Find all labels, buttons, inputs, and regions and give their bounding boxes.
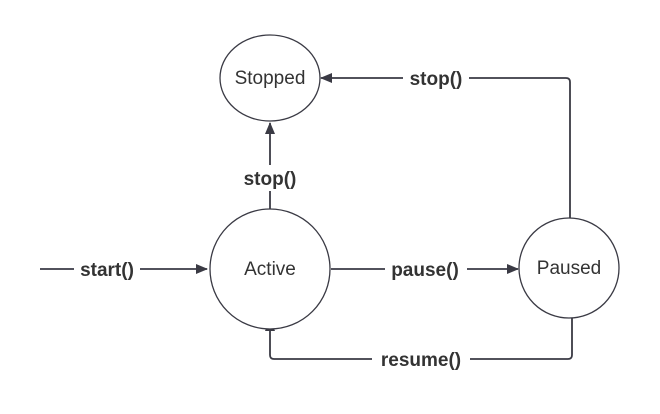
state-active: Active <box>209 208 331 330</box>
transition-resume: resume() <box>265 317 573 372</box>
state-paused: Paused <box>518 217 620 319</box>
transition-pause: pause() <box>331 256 519 282</box>
resume-label: resume() <box>381 350 461 371</box>
start-label: start() <box>80 260 134 281</box>
transition-stop-from-active: stop() <box>238 122 302 220</box>
stop-from-paused-label: stop() <box>410 69 463 90</box>
stop-from-paused-arrow <box>320 73 571 218</box>
transition-stop-from-paused: stop() <box>320 65 571 218</box>
state-stopped: Stopped <box>219 34 321 122</box>
state-paused-label: Paused <box>537 258 601 279</box>
state-stopped-label: Stopped <box>235 68 306 89</box>
pause-label: pause() <box>391 260 459 281</box>
stop-from-active-label: stop() <box>244 169 297 190</box>
state-active-label: Active <box>244 259 296 280</box>
transition-start: start() <box>40 256 208 282</box>
